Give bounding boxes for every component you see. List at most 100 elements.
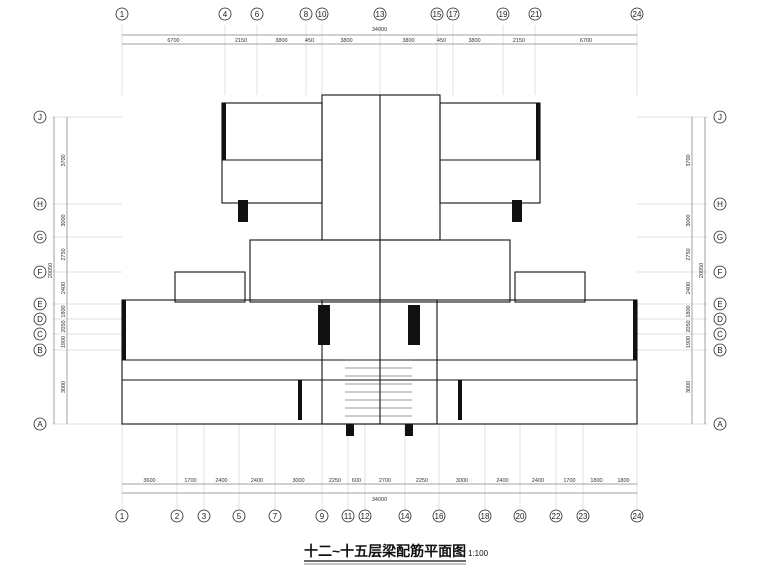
right-row-bubble-label: J bbox=[718, 113, 722, 122]
building-outline bbox=[121, 94, 638, 425]
left-row-bubble-label: D bbox=[37, 315, 43, 324]
stair bbox=[345, 359, 412, 417]
top-axis-bubble-label: 1 bbox=[120, 10, 125, 19]
bottom-axis-bubble-22: 22 bbox=[549, 509, 563, 523]
top-axis-bubble-24: 24 bbox=[630, 7, 644, 21]
bottom-axis-bubble-label: 20 bbox=[516, 512, 525, 521]
bottom-axis-bubble-16: 16 bbox=[432, 509, 446, 523]
dimension-text: 6700 bbox=[167, 38, 179, 44]
left-row-bubble-label: F bbox=[38, 268, 43, 277]
top-axis-bubble-6: 6 bbox=[250, 7, 264, 21]
top-axis-bubble-label: 21 bbox=[531, 10, 540, 19]
right-row-bubble-label: E bbox=[717, 300, 722, 309]
total-dimension-text: 34000 bbox=[372, 497, 387, 503]
bottom-axis-bubble-14: 14 bbox=[398, 509, 412, 523]
dimension-text: 3800 bbox=[468, 38, 480, 44]
top-axis-bubble-13: 13 bbox=[373, 7, 387, 21]
top-axis-bubble-label: 15 bbox=[433, 10, 442, 19]
bottom-axis-bubble-20: 20 bbox=[513, 509, 527, 523]
right-row-bubble-h: H bbox=[713, 197, 727, 211]
bottom-axis-bubble-label: 11 bbox=[344, 512, 353, 521]
top-axis-bubble-21: 21 bbox=[528, 7, 542, 21]
dimension-text: 2250 bbox=[416, 478, 428, 484]
top-axis-bubble-8: 8 bbox=[299, 7, 313, 21]
left-dimension-line bbox=[53, 117, 68, 424]
top-axis-bubble-10: 10 bbox=[315, 7, 329, 21]
dimension-text: 450 bbox=[437, 38, 446, 44]
right-row-bubble-label: H bbox=[717, 200, 723, 209]
dimension-text: 2150 bbox=[513, 38, 525, 44]
left-row-bubble-label: C bbox=[37, 330, 43, 339]
dimension-text: 2400 bbox=[251, 478, 263, 484]
bottom-axis-bubble-7: 7 bbox=[268, 509, 282, 523]
bottom-axis-bubble-label: 2 bbox=[175, 512, 180, 521]
dimension-text: 6700 bbox=[580, 38, 592, 44]
bottom-axis-bubble-18: 18 bbox=[478, 509, 492, 523]
right-row-bubble-a: A bbox=[713, 417, 727, 431]
bottom-axis-bubble-label: 24 bbox=[633, 512, 642, 521]
dimension-text: 3800 bbox=[275, 38, 287, 44]
dimension-text: 450 bbox=[305, 38, 314, 44]
right-row-bubble-label: G bbox=[717, 233, 723, 242]
left-row-bubble-h: H bbox=[33, 197, 47, 211]
right-row-bubble-label: F bbox=[718, 268, 723, 277]
top-axis-bubble-label: 4 bbox=[223, 10, 228, 19]
top-axis-bubble-15: 15 bbox=[430, 7, 444, 21]
bottom-axis-bubble-11: 11 bbox=[341, 509, 355, 523]
top-axis-bubble-label: 24 bbox=[633, 10, 642, 19]
dimension-text: 3600 bbox=[143, 478, 155, 484]
top-axis-bubble-label: 10 bbox=[318, 10, 327, 19]
right-row-bubble-j: J bbox=[713, 110, 727, 124]
drawing-scale: 1:100 bbox=[468, 549, 489, 558]
bottom-dimension-line bbox=[122, 483, 637, 494]
left-row-bubble-label: B bbox=[37, 346, 42, 355]
dimension-text: 3000 bbox=[686, 214, 692, 226]
dimension-text: 2750 bbox=[61, 248, 67, 260]
top-axis-bubble-label: 17 bbox=[449, 10, 458, 19]
left-row-bubble-c: C bbox=[33, 327, 47, 341]
dimension-text: 1900 bbox=[61, 336, 67, 348]
shear-walls bbox=[122, 103, 637, 436]
total-dimension-text: 34000 bbox=[372, 27, 387, 33]
dimension-text: 1800 bbox=[686, 305, 692, 317]
total-dimension-text: 20050 bbox=[48, 263, 54, 278]
dimension-text: 3000 bbox=[456, 478, 468, 484]
dimension-text: 3000 bbox=[292, 478, 304, 484]
dimension-text: 1800 bbox=[590, 478, 602, 484]
dimension-text: 2400 bbox=[532, 478, 544, 484]
bottom-axis-bubble-label: 7 bbox=[273, 512, 278, 521]
dimension-text: 3700 bbox=[61, 154, 67, 166]
bottom-axis-bubble-label: 22 bbox=[552, 512, 561, 521]
bottom-axis-bubble-label: 3 bbox=[202, 512, 207, 521]
right-row-bubble-g: G bbox=[713, 230, 727, 244]
total-dimension-text: 20050 bbox=[699, 263, 705, 278]
dimension-text: 3800 bbox=[402, 38, 414, 44]
right-row-bubble-c: C bbox=[713, 327, 727, 341]
top-axis-bubble-19: 19 bbox=[496, 7, 510, 21]
dimension-text: 3800 bbox=[340, 38, 352, 44]
dimension-text: 2400 bbox=[496, 478, 508, 484]
top-axis-bubble-label: 19 bbox=[499, 10, 508, 19]
dimension-text: 600 bbox=[352, 478, 361, 484]
dimension-text: 3000 bbox=[61, 214, 67, 226]
left-row-bubble-label: J bbox=[38, 113, 42, 122]
right-row-bubble-label: D bbox=[717, 315, 723, 324]
bottom-axis-bubble-5: 5 bbox=[232, 509, 246, 523]
left-row-bubble-j: J bbox=[33, 110, 47, 124]
bottom-axis-bubble-label: 1 bbox=[120, 512, 125, 521]
dimension-text: 1800 bbox=[61, 305, 67, 317]
left-row-bubble-d: D bbox=[33, 312, 47, 326]
bottom-axis-bubble-label: 5 bbox=[237, 512, 242, 521]
bottom-axis-bubble-label: 14 bbox=[401, 512, 410, 521]
left-row-bubble-label: H bbox=[37, 200, 43, 209]
top-dimension-line bbox=[122, 34, 637, 45]
bottom-axis-bubble-label: 9 bbox=[320, 512, 325, 521]
top-axis-bubble-17: 17 bbox=[446, 7, 460, 21]
bottom-axis-bubble-label: 16 bbox=[435, 512, 444, 521]
right-row-bubble-e: E bbox=[713, 297, 727, 311]
bottom-axis-bubble-2: 2 bbox=[170, 509, 184, 523]
bottom-axis-bubble-label: 18 bbox=[481, 512, 490, 521]
dimension-text: 2050 bbox=[686, 320, 692, 332]
dimension-text: 1700 bbox=[184, 478, 196, 484]
